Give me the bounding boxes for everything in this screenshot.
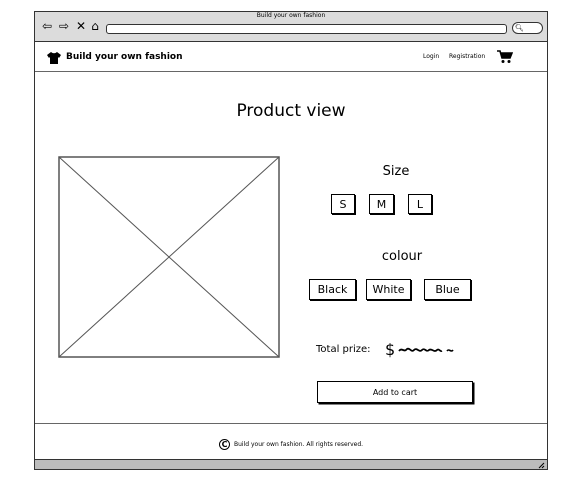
colour-black-button[interactable]: Black (309, 279, 356, 300)
size-m-button[interactable]: M (369, 194, 394, 214)
search-icon[interactable]: 🔍︎ (515, 24, 524, 32)
back-icon[interactable]: ⇦ (41, 19, 53, 33)
page-title: Product view (236, 101, 346, 121)
size-l-button[interactable]: L (408, 194, 432, 214)
footer-divider (35, 423, 547, 424)
copyright-text: Build your own fashion. All rights reser… (234, 441, 364, 448)
registration-link[interactable]: Registration (449, 53, 486, 60)
size-label: Size (382, 164, 410, 179)
product-image-placeholder (58, 156, 280, 358)
colour-white-button[interactable]: White (366, 279, 411, 300)
tshirt-icon (47, 52, 61, 64)
login-link[interactable]: Login (423, 53, 440, 60)
copyright-icon: C (219, 439, 230, 450)
colour-blue-button[interactable]: Blue (424, 279, 471, 300)
colour-label: colour (381, 249, 423, 264)
site-header (35, 43, 547, 72)
total-label: Total prize: (316, 344, 371, 355)
close-icon[interactable]: ✕ (75, 19, 87, 33)
home-icon[interactable]: ⌂ (91, 19, 99, 33)
search-button[interactable] (512, 22, 543, 34)
add-to-cart-button[interactable]: Add to cart (317, 381, 473, 403)
cart-icon[interactable] (497, 50, 513, 64)
status-bar (35, 459, 547, 469)
window-title: Build your own fashion (256, 12, 326, 19)
url-bar[interactable] (106, 24, 507, 34)
currency-symbol: $ (385, 340, 396, 359)
size-s-button[interactable]: S (331, 194, 355, 214)
price-value-scribble (398, 347, 454, 353)
brand-name[interactable]: Build your own fashion (66, 52, 183, 62)
forward-icon[interactable]: ⇨ (58, 19, 70, 33)
resize-grip-icon[interactable] (537, 461, 545, 469)
